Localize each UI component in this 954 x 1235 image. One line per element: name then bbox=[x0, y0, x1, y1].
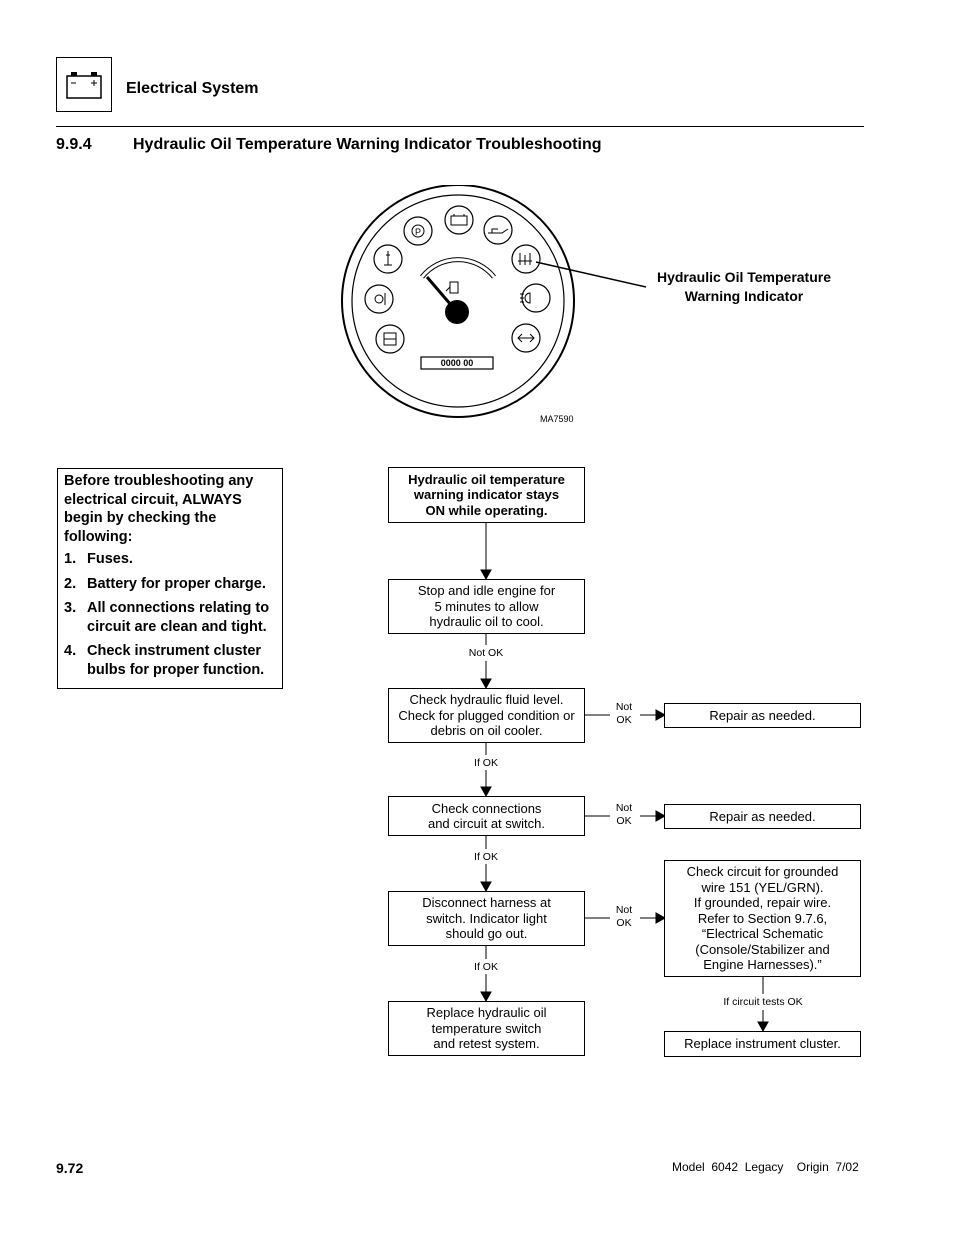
step-check-fluid-box: Check hydraulic fluid level.Check for pl… bbox=[388, 688, 585, 743]
park-brake-icon bbox=[403, 216, 433, 246]
footer-model: Model 6042 Legacy Origin 7/02 bbox=[672, 1160, 859, 1174]
precheck-item: 2.Battery for proper charge. bbox=[64, 575, 266, 592]
svg-text:P: P bbox=[415, 227, 421, 237]
if-ok-label: If OK bbox=[474, 757, 498, 769]
if-ok-label: If OK bbox=[474, 851, 498, 863]
section-title: Hydraulic Oil Temperature Warning Indica… bbox=[133, 136, 602, 153]
engine-coolant-temp-icon bbox=[364, 284, 394, 314]
hydraulic-oil-temp-icon bbox=[511, 244, 541, 274]
not-ok-label: Not OK bbox=[468, 647, 504, 659]
if-ok-label: If OK bbox=[474, 961, 498, 973]
replace-cluster-box: Replace instrument cluster. bbox=[664, 1031, 861, 1057]
repair-box-1: Repair as needed. bbox=[664, 703, 861, 728]
engine-oil-pressure-icon bbox=[483, 215, 513, 245]
section-number: 9.9.4 bbox=[56, 136, 92, 153]
precheck-item: 4.Check instrument cluster bulbs for pro… bbox=[64, 643, 265, 678]
precheck-item: 3.All connections relating to circuit ar… bbox=[64, 600, 270, 635]
hydraulic-temp-callout: Hydraulic Oil Temperature Warning Indica… bbox=[636, 268, 852, 306]
header-rule bbox=[56, 126, 864, 127]
odometer-readout: 0000 00 bbox=[441, 358, 474, 368]
precheck-intro: Before troubleshooting any electrical ci… bbox=[64, 473, 254, 545]
fuel-icon bbox=[445, 281, 459, 294]
callout-line-2: Warning Indicator bbox=[684, 288, 804, 304]
instrument-cluster-figure: P 0000 00 bbox=[341, 185, 575, 418]
precheck-item: 1.Fuses. bbox=[64, 551, 133, 567]
if-circuit-ok-label: If circuit tests OK bbox=[723, 996, 803, 1008]
repair-box-2: Repair as needed. bbox=[664, 804, 861, 829]
precheck-list: 1.Fuses. 2.Battery for proper charge. 3.… bbox=[64, 550, 278, 679]
battery-icon-box bbox=[56, 57, 112, 112]
page-number: 9.72 bbox=[56, 1160, 84, 1176]
header-title: Electrical System bbox=[126, 80, 259, 97]
precheck-box: Before troubleshooting any electrical ci… bbox=[57, 468, 283, 689]
callout-line-1: Hydraulic Oil Temperature bbox=[656, 269, 831, 285]
battery-icon bbox=[66, 72, 102, 99]
figure-id: MA7590 bbox=[540, 414, 574, 424]
battery-charge-icon bbox=[444, 205, 474, 235]
